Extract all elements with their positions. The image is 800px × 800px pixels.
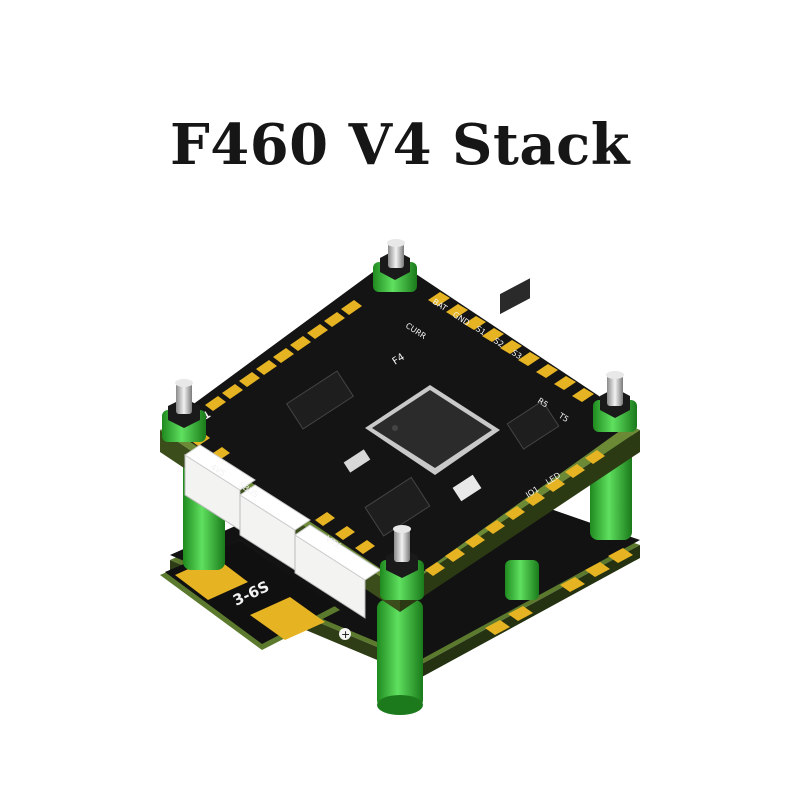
plus-label: + xyxy=(341,628,350,641)
mosfet xyxy=(500,278,530,315)
top-standoff-left xyxy=(162,379,206,442)
battery-plus-pad xyxy=(250,597,325,640)
gyro-chip xyxy=(506,400,560,450)
fc-edge-pads xyxy=(190,292,605,576)
jst-connectors xyxy=(184,444,381,619)
esc-motor-pads xyxy=(485,548,633,635)
crystal xyxy=(452,474,482,502)
mcu-chip xyxy=(365,385,500,475)
top-standoff-back xyxy=(373,239,417,292)
osd-chip xyxy=(364,476,431,537)
top-standoff-right xyxy=(593,371,637,432)
top-standoff-front xyxy=(380,525,424,600)
crystal-small xyxy=(343,449,371,473)
regulator-chip xyxy=(285,370,355,430)
plus-marker-icon xyxy=(339,628,351,640)
product-title: F460 V4 Stack xyxy=(169,112,631,178)
